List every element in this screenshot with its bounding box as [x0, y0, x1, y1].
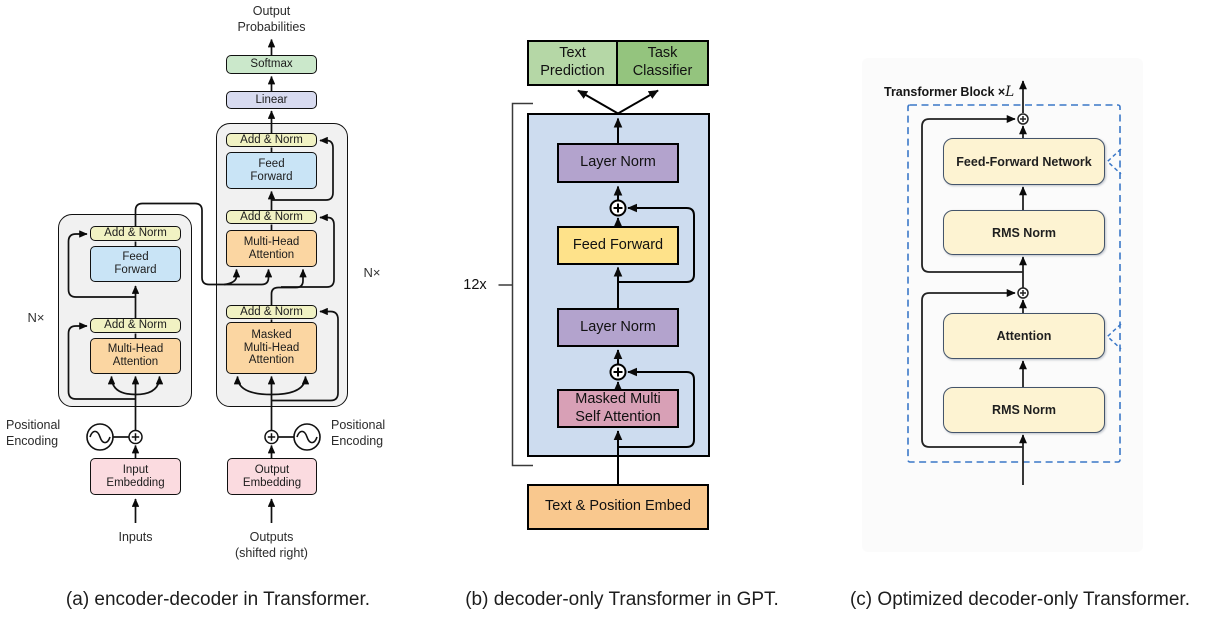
- caption-b: (b) decoder-only Transformer in GPT.: [465, 589, 779, 610]
- encoder-add-norm-bottom-box: Add & Norm: [90, 318, 181, 333]
- inputs-label: Inputs: [118, 530, 153, 544]
- plus-circle-icon: [1017, 113, 1029, 299]
- encoder-add-norm-top-box: Add & Norm: [90, 226, 181, 241]
- repeat-12x-label: 12x: [463, 277, 487, 293]
- text-position-embed-box: Text & Position Embed: [527, 484, 709, 530]
- outputs-label: Outputs (shifted right): [235, 530, 308, 561]
- output-probabilities-label: Output Probabilities: [237, 4, 306, 35]
- encoder-feed-forward-box: Feed Forward: [90, 246, 181, 282]
- repeat-bracket: [498, 102, 533, 467]
- plus-circle-icon: [609, 199, 627, 381]
- positional-encoding-right-label: Positional Encoding: [331, 418, 386, 449]
- transformer-block-dashed-border: [907, 104, 1121, 463]
- decoder-multi-head-attention-box: Multi-Head Attention: [226, 230, 317, 267]
- transformer-block-title-text: Transformer Block ×: [884, 85, 1006, 99]
- rms-norm-top-box: RMS Norm: [943, 210, 1105, 255]
- feed-forward-network-box: Feed-Forward Network: [943, 138, 1105, 185]
- attention-box: Attention: [943, 313, 1105, 359]
- text-prediction-box: Text Prediction: [527, 40, 618, 86]
- transformer-block-L: L: [1005, 84, 1015, 100]
- sine-wave-icon: [86, 423, 321, 451]
- input-embedding-box: Input Embedding: [90, 458, 181, 495]
- panel-a-wires: [67, 38, 339, 523]
- encoder-multi-head-attention-box: Multi-Head Attention: [90, 338, 181, 374]
- linear-box: Linear: [226, 91, 317, 109]
- task-classifier-box: Task Classifier: [616, 40, 709, 86]
- decoder-feed-forward-box: Feed Forward: [226, 152, 317, 189]
- caption-c: (c) Optimized decoder-only Transformer.: [849, 589, 1190, 610]
- decoder-add-norm-mid-box: Add & Norm: [226, 210, 317, 224]
- n-times-left-label: N×: [27, 310, 45, 325]
- output-embedding-box: Output Embedding: [227, 458, 317, 495]
- panel-c-wires: [921, 80, 1027, 485]
- transformer-block-title: Transformer Block ×L: [884, 84, 1014, 100]
- layer-norm-top-box: Layer Norm: [557, 143, 679, 183]
- layer-norm-bottom-box: Layer Norm: [557, 308, 679, 347]
- panel-b-wires: [577, 89, 695, 484]
- masked-multi-self-attention-box: Masked Multi Self Attention: [557, 389, 679, 428]
- panel-c-callout-chevrons: [1106, 148, 1122, 350]
- decoder-masked-multi-head-attention-box: Masked Multi-Head Attention: [226, 322, 317, 374]
- n-times-right-label: N×: [363, 265, 381, 280]
- feed-forward-box: Feed Forward: [557, 226, 679, 265]
- softmax-box: Softmax: [226, 55, 317, 74]
- plus-circle-icon: [128, 429, 279, 445]
- decoder-add-norm-bottom-box: Add & Norm: [226, 305, 317, 319]
- caption-a: (a) encoder-decoder in Transformer.: [65, 589, 371, 610]
- rms-norm-bottom-box: RMS Norm: [943, 387, 1105, 433]
- positional-encoding-left-label: Positional Encoding: [6, 418, 61, 449]
- decoder-add-norm-top-box: Add & Norm: [226, 133, 317, 147]
